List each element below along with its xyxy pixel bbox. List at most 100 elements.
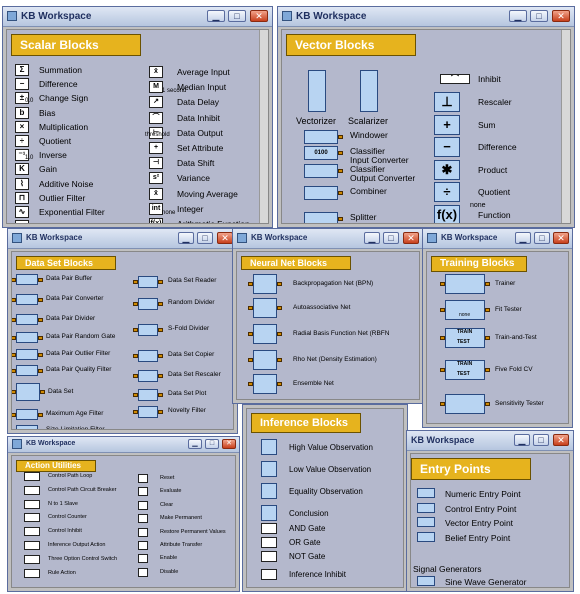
make-permanent-block-icon[interactable] — [138, 514, 148, 524]
control-entry-point-block-icon[interactable] — [417, 502, 435, 513]
moving-average-block-icon[interactable]: x̄ — [149, 187, 163, 200]
inference-output-action-block-icon[interactable] — [24, 541, 40, 550]
sum-block-icon[interactable]: + — [434, 114, 460, 135]
maximum-age-filter-block-icon[interactable] — [16, 409, 38, 420]
title-bar[interactable]: KB Workspace ▁ □ ✕ — [278, 7, 574, 27]
data-set-block-icon[interactable] — [16, 383, 40, 401]
sine-wave-generator-block-icon[interactable] — [417, 576, 435, 586]
additive-noise-block-icon[interactable]: ⌇ — [15, 177, 29, 190]
maximize-icon[interactable]: □ — [197, 232, 213, 244]
combiner-block-icon[interactable] — [304, 186, 338, 200]
inference-inhibit-block-icon[interactable] — [261, 569, 277, 580]
classifier-input-converter-block-icon[interactable]: 0100 — [304, 146, 338, 160]
data-pair-divider-block-icon[interactable] — [16, 314, 38, 325]
size-limitation-filter-block-icon[interactable] — [16, 425, 38, 429]
close-icon[interactable]: ✕ — [553, 434, 569, 446]
vectorizer-icon[interactable] — [308, 70, 326, 112]
classifier-output-converter-block-icon[interactable] — [304, 164, 338, 178]
low-value-observation-block-icon[interactable] — [261, 461, 277, 477]
high-value-observation-block-icon[interactable] — [261, 439, 277, 455]
difference-block-icon[interactable]: − — [434, 137, 460, 157]
scalarizer-icon[interactable] — [360, 70, 378, 112]
change-sign-block-icon[interactable]: ± — [15, 92, 29, 105]
scrollbar[interactable] — [259, 30, 268, 223]
data-pair-converter-block-icon[interactable] — [16, 294, 38, 305]
enable-block-icon[interactable] — [138, 554, 148, 564]
minimize-icon[interactable]: ▁ — [514, 434, 530, 446]
data-inhibit-block-icon[interactable]: ⌒ — [149, 111, 163, 124]
data-set-rescaler-block-icon[interactable] — [138, 370, 158, 382]
windower-block-icon[interactable] — [304, 130, 338, 144]
data-delay-block-icon[interactable]: ↗ — [149, 96, 163, 109]
scrollbar[interactable] — [561, 30, 570, 223]
sensitivity-tester-block-icon[interactable] — [445, 394, 485, 414]
difference-block-icon[interactable]: − — [15, 78, 29, 91]
title-bar[interactable]: KB Workspace ▁ □ ✕ — [407, 431, 573, 451]
close-icon[interactable]: ✕ — [403, 232, 419, 244]
title-bar[interactable]: KB Workspace ▁ □ ✕ — [423, 229, 572, 249]
five-fold-cv-block-icon[interactable] — [445, 360, 485, 380]
close-icon[interactable]: ✕ — [552, 10, 570, 22]
data-set-copier-block-icon[interactable] — [138, 350, 158, 362]
control-inhibit-block-icon[interactable] — [24, 527, 40, 537]
and-gate-block-icon[interactable] — [261, 523, 277, 534]
minimize-icon[interactable]: ▁ — [178, 232, 194, 244]
train-and-test-block-icon[interactable] — [445, 328, 485, 348]
or-gate-block-icon[interactable] — [261, 537, 277, 548]
close-icon[interactable]: ✕ — [217, 232, 233, 244]
radial-basis-function-net-rbfn-block-icon[interactable] — [253, 324, 277, 344]
maximize-icon[interactable]: □ — [228, 10, 246, 22]
data-pair-quality-filter-block-icon[interactable] — [16, 365, 38, 376]
minimize-icon[interactable]: ▁ — [509, 10, 527, 22]
data-pair-buffer-block-icon[interactable] — [16, 274, 38, 285]
fit-tester-block-icon[interactable] — [445, 300, 485, 320]
control-path-circuit-breaker-block-icon[interactable] — [24, 485, 40, 495]
conclusion-block-icon[interactable] — [261, 505, 277, 521]
inhibit-block-icon[interactable]: ⌒ — [440, 74, 470, 84]
average-input-block-icon[interactable]: x̄ — [149, 66, 163, 78]
inverse-block-icon[interactable]: ⁻¹ — [15, 149, 29, 162]
not-gate-block-icon[interactable] — [261, 551, 277, 562]
splitter-block-icon[interactable] — [304, 212, 338, 223]
rho-net-density-estimation-block-icon[interactable] — [253, 350, 277, 370]
integer-block-icon[interactable]: int — [149, 202, 163, 215]
novelty-filter-block-icon[interactable] — [138, 406, 158, 418]
data-pair-outlier-filter-block-icon[interactable] — [16, 349, 38, 360]
title-bar[interactable]: KB Workspace ▁ □ ✕ — [8, 229, 237, 249]
multiplication-block-icon[interactable]: × — [15, 120, 29, 133]
n-to-1-slave-block-icon[interactable] — [24, 499, 40, 509]
vector-entry-point-block-icon[interactable] — [417, 517, 435, 527]
title-bar[interactable]: KB Workspace ▁ □ ✕ — [3, 7, 272, 27]
maximize-icon[interactable]: □ — [530, 10, 548, 22]
reset-block-icon[interactable] — [138, 474, 148, 483]
backpropagation-net-bpn-block-icon[interactable] — [253, 274, 277, 294]
s-fold-divider-block-icon[interactable] — [138, 324, 158, 336]
data-set-plot-block-icon[interactable] — [138, 389, 158, 401]
median-input-block-icon[interactable]: M — [149, 81, 163, 94]
title-bar[interactable]: KB Workspace ▁ □ ✕ — [8, 437, 239, 453]
data-set-reader-block-icon[interactable] — [138, 276, 158, 288]
close-icon[interactable]: ✕ — [250, 10, 268, 22]
bias-block-icon[interactable]: b — [15, 106, 29, 119]
minimize-icon[interactable]: ▁ — [364, 232, 380, 244]
minimize-icon[interactable]: ▁ — [188, 439, 202, 449]
product-block-icon[interactable]: ✱ — [434, 159, 460, 180]
minimize-icon[interactable]: ▁ — [207, 10, 225, 22]
function-block-icon[interactable]: f(x) — [434, 204, 460, 223]
disable-block-icon[interactable] — [138, 567, 148, 577]
data-pair-random-gate-block-icon[interactable] — [16, 332, 38, 343]
data-output-block-icon[interactable]: ⊢ — [149, 126, 163, 139]
three-option-control-switch-block-icon[interactable] — [24, 554, 40, 564]
belief-entry-point-block-icon[interactable] — [417, 531, 435, 542]
quotient-block-icon[interactable]: ÷ — [434, 182, 460, 202]
maximize-icon[interactable]: □ — [534, 232, 550, 244]
trainer-block-icon[interactable] — [445, 274, 485, 294]
gain-block-icon[interactable]: K — [15, 163, 29, 176]
set-attribute-block-icon[interactable]: + — [149, 142, 163, 154]
data-shift-block-icon[interactable]: ⊣ — [149, 157, 163, 170]
close-icon[interactable]: ✕ — [222, 439, 236, 449]
rescaler-block-icon[interactable]: ⊥ — [434, 92, 460, 112]
exponential-filter-block-icon[interactable]: ∿ — [15, 206, 29, 218]
autoassociative-net-block-icon[interactable] — [253, 298, 277, 318]
maximize-icon[interactable]: □ — [205, 439, 219, 449]
